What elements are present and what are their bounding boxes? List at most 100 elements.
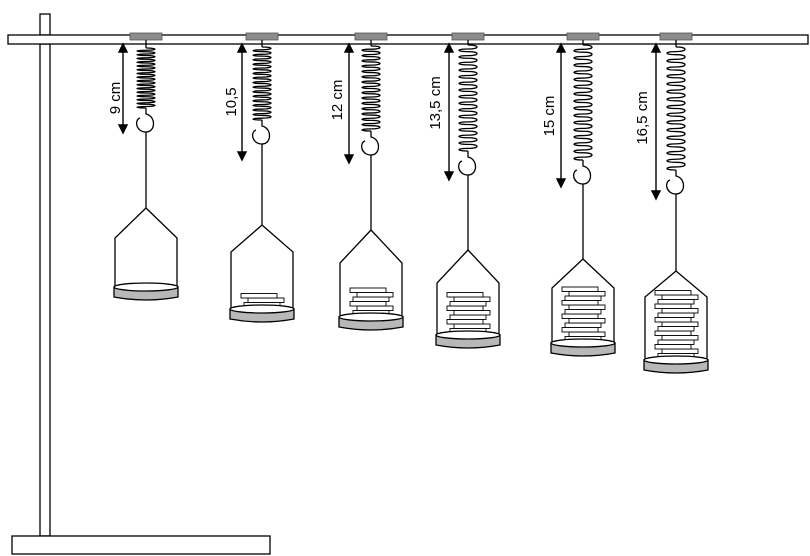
spring-coil-s1 (136, 47, 156, 109)
length-label-s3: 12 cm (329, 80, 346, 121)
pan-frame-s1 (114, 207, 178, 287)
spring-coil-s4 (458, 44, 478, 152)
weight-disc-s5 (568, 318, 606, 324)
springs-layer (113, 32, 709, 374)
length-arrow-head-bottom-s3 (343, 154, 355, 165)
length-arrow-s1 (117, 42, 129, 135)
length-label-s6: 16,5 cm (634, 91, 651, 144)
weight-disc-s6 (657, 299, 695, 305)
weight-disc-s5 (564, 295, 602, 301)
weight-disc-s3 (349, 301, 387, 307)
weight-disc-s5 (568, 291, 606, 297)
spring-coil-s2 (252, 46, 272, 121)
weight-disc-s5 (561, 313, 599, 319)
spring-assembly-s5 (550, 32, 616, 357)
weight-disc-s6 (654, 290, 692, 296)
pan-frame-s4 (436, 249, 500, 335)
length-arrow-head-bottom-s4 (443, 171, 455, 182)
stand-pole (39, 43, 51, 537)
spring-coil-s5 (573, 44, 593, 161)
length-arrow-head-bottom-s2 (236, 151, 248, 162)
length-arrow-head-top-s2 (236, 42, 248, 53)
clamp-s1 (129, 32, 163, 41)
length-arrow-head-top-s6 (650, 42, 662, 53)
weight-disc-s6 (661, 294, 699, 300)
length-arrow-head-top-s1 (117, 42, 129, 53)
weight-disc-s6 (657, 312, 695, 318)
pan-rim-s6 (643, 355, 709, 365)
weight-disc-s5 (561, 286, 599, 292)
length-label-s5: 15 cm (541, 96, 558, 137)
length-arrow-s2 (236, 42, 248, 162)
weight-disc-s6 (657, 339, 695, 345)
spring-coil-s3 (361, 45, 381, 132)
pan-rim-s4 (435, 330, 501, 340)
length-arrow-head-top-s5 (555, 42, 567, 53)
spring-assembly-s2 (229, 32, 295, 323)
length-label-s4: 13,5 cm (427, 76, 444, 129)
length-arrow-head-bottom-s5 (555, 178, 567, 189)
length-arrow-head-top-s4 (443, 42, 455, 53)
weight-disc-s5 (564, 309, 602, 315)
length-label-s2: 10,5 (223, 87, 240, 116)
weight-disc-s5 (568, 331, 606, 337)
pan-frame-s6 (644, 270, 708, 360)
stand-pole-top (39, 13, 51, 36)
length-arrow-s3 (343, 42, 355, 165)
length-arrow-head-bottom-s6 (650, 190, 662, 201)
clamp-s6 (659, 32, 693, 41)
weight-disc-s4 (449, 314, 487, 320)
weight-disc-s3 (356, 292, 394, 298)
weight-disc-s4 (449, 301, 487, 307)
length-arrow-s6 (650, 42, 662, 201)
spring-hook-s5 (572, 160, 592, 185)
spring-hook-s1 (135, 108, 155, 133)
support-stand (7, 13, 809, 555)
weight-disc-s3 (349, 287, 387, 293)
length-arrow-s4 (443, 42, 455, 182)
pan-rim-s2 (229, 304, 295, 314)
spring-hook-s6 (665, 170, 685, 195)
weight-disc-s4 (453, 296, 491, 302)
weight-disc-s6 (661, 308, 699, 314)
length-arrow-s5 (555, 42, 567, 189)
length-arrow-head-top-s3 (343, 42, 355, 53)
weight-disc-s4 (453, 323, 491, 329)
spring-coil-s6 (666, 46, 686, 171)
weight-disc-s6 (657, 326, 695, 332)
pan-frame-s2 (230, 224, 294, 309)
spring-hook-s4 (457, 151, 477, 176)
weight-disc-s6 (654, 330, 692, 336)
weight-disc-s4 (446, 319, 484, 325)
spring-hook-s2 (251, 120, 271, 145)
weight-disc-s2 (247, 297, 285, 303)
weight-disc-s3 (352, 296, 390, 302)
weight-disc-s5 (568, 304, 606, 310)
spring-assembly-s3 (338, 32, 404, 331)
weight-disc-s5 (561, 327, 599, 333)
weight-disc-s6 (661, 348, 699, 354)
weight-disc-s6 (661, 335, 699, 341)
weight-disc-s6 (654, 317, 692, 323)
weight-disc-s4 (453, 310, 491, 316)
stand-base (11, 535, 271, 555)
weight-disc-s4 (446, 292, 484, 298)
spring-hook-s3 (360, 131, 380, 156)
horizontal-bar (7, 34, 809, 45)
weight-disc-s5 (561, 300, 599, 306)
clamp-s4 (451, 32, 485, 41)
clamp-s3 (354, 32, 388, 41)
pan-frame-s5 (551, 258, 615, 343)
spring-assembly-s4 (435, 32, 501, 349)
length-arrow-head-bottom-s1 (117, 124, 129, 135)
weight-disc-s6 (661, 321, 699, 327)
length-label-s1: 9 cm (107, 82, 124, 115)
spring-assembly-s6 (643, 32, 709, 374)
spring-assembly-s1 (113, 32, 179, 301)
weight-disc-s2 (240, 293, 278, 299)
pan-rim-s1 (113, 282, 179, 292)
clamp-s2 (245, 32, 279, 41)
weight-disc-s6 (654, 303, 692, 309)
pan-rim-s3 (338, 312, 404, 322)
